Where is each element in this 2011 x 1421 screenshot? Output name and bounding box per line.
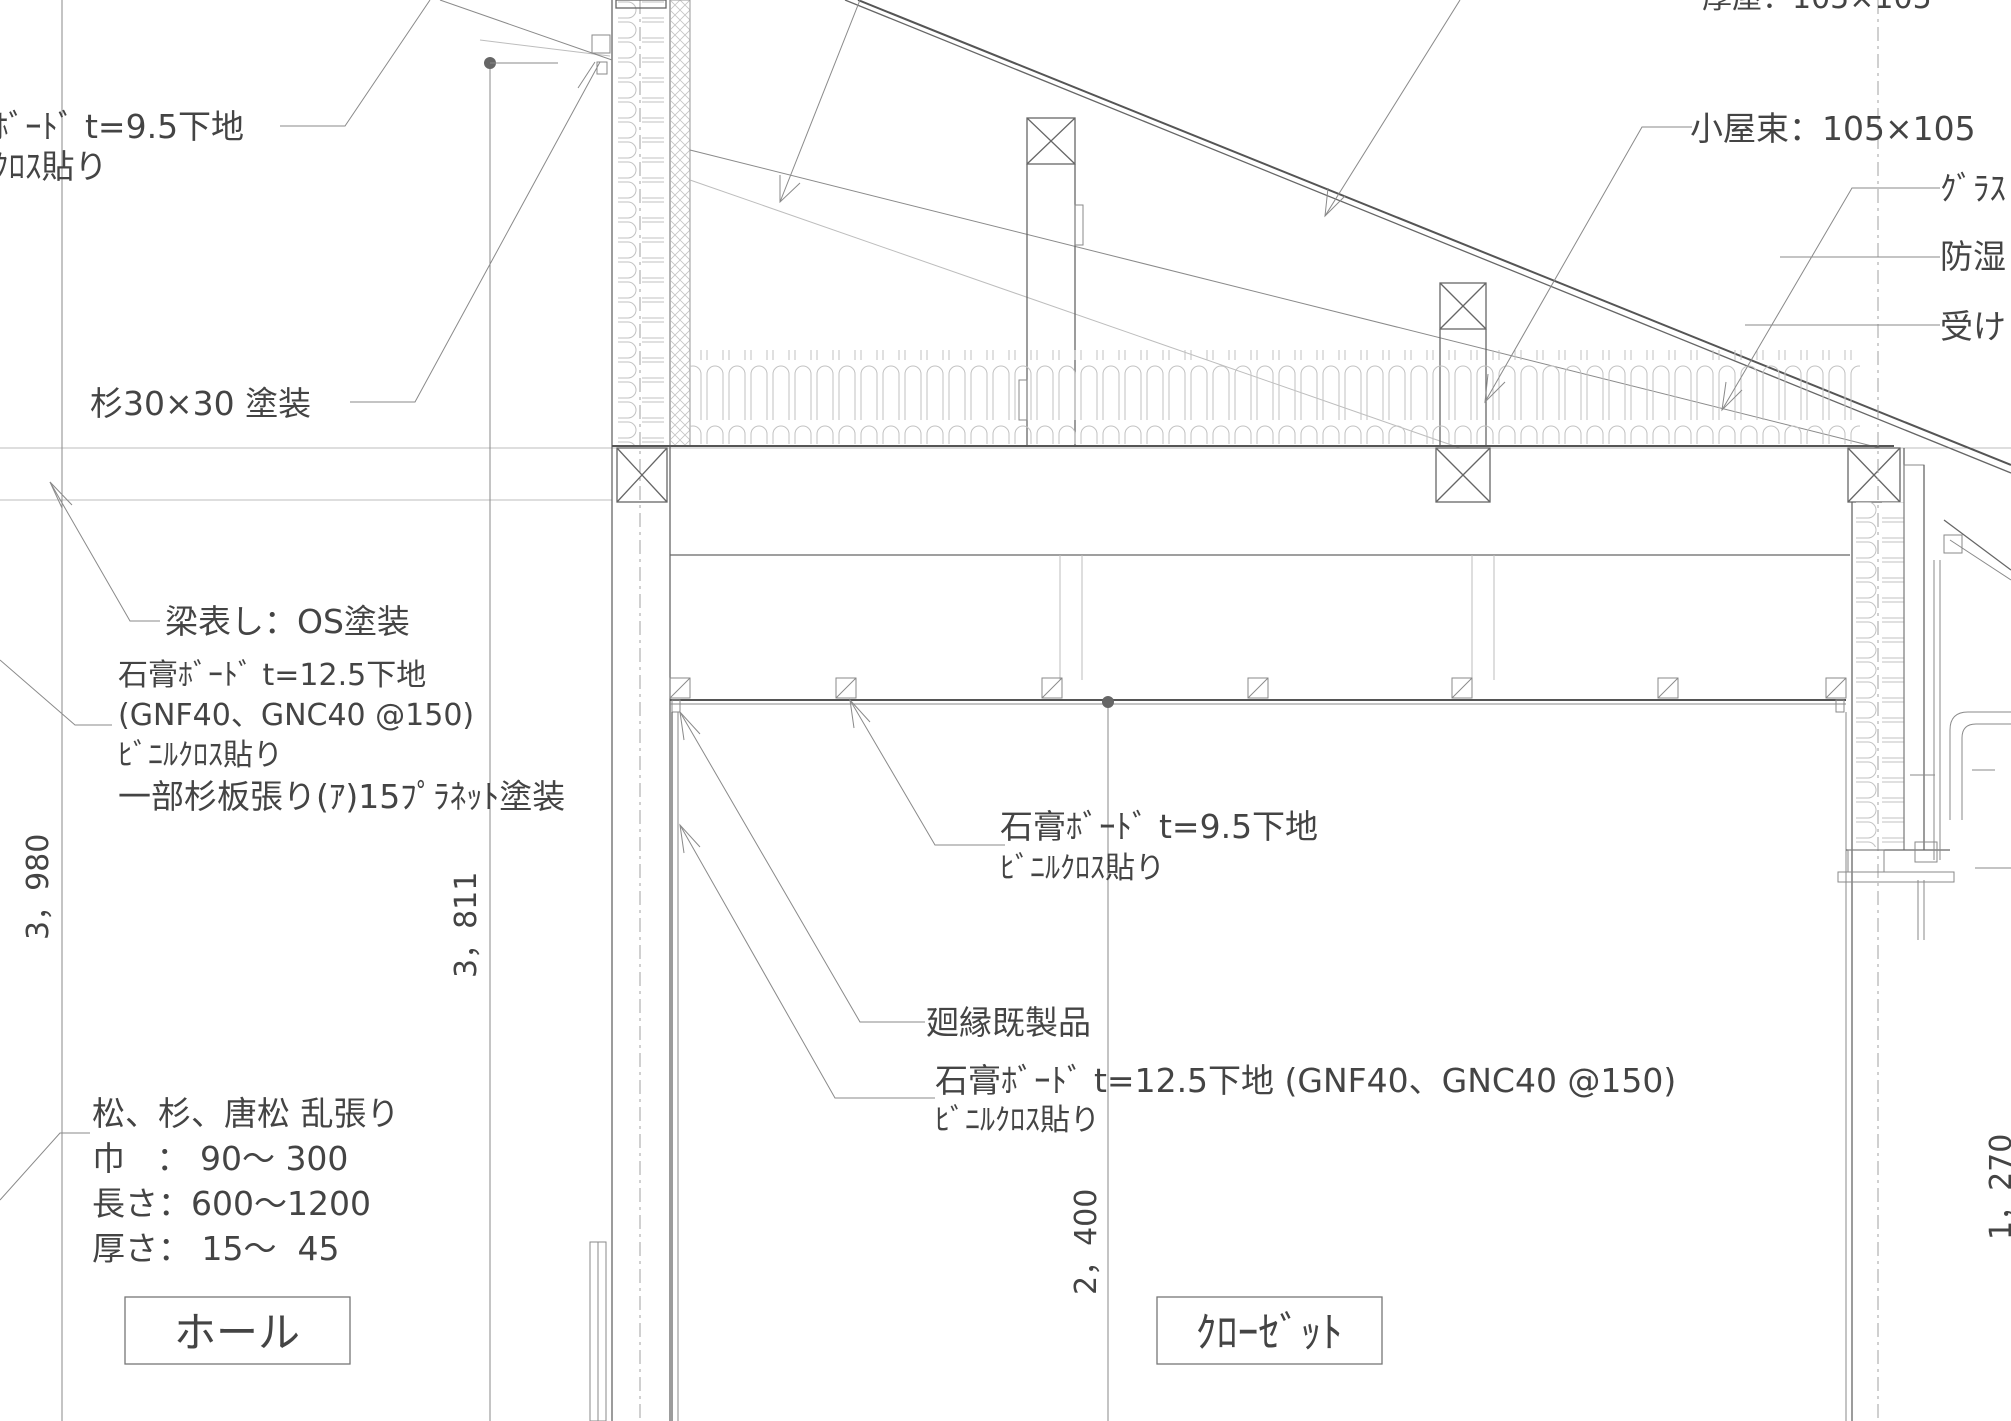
dimension-closet-ceiling: 2，400: [1069, 1189, 1104, 1295]
label-closet-wall-1: 石膏ﾎﾞｰﾄﾞ t=12.5下地 (GNF40、GNC40 @150): [935, 1061, 1676, 1100]
dimension-hall-ceiling: 3，811: [449, 872, 484, 978]
pipe: [1949, 711, 2011, 820]
room-labels: ホール ｸﾛｰｾﾞｯﾄ: [124, 1296, 1383, 1365]
wall-plate: [615, 0, 667, 9]
label-closet-wall-2: ﾋﾞﾆﾙｸﾛｽ貼り: [935, 1103, 1100, 1138]
room-label-box-hall: [124, 1296, 351, 1365]
label-top-left-board-1: ﾎﾞｰﾄﾞ t=9.5下地: [0, 107, 244, 146]
label-top-cut: 厚屋：105×105: [1702, 0, 1932, 16]
eave-line: [439, 0, 613, 61]
label-right-receiver: 受け: [1940, 307, 2006, 346]
label-flooring-2: 巾 ： 90～ 300: [92, 1139, 348, 1178]
label-ceiling-board-1: 石膏ﾎﾞｰﾄﾞ t=9.5下地: [1000, 807, 1318, 846]
label-flooring-1: 松、杉、唐松 乱張り: [92, 1094, 400, 1133]
ceiling-insulation: [690, 350, 1860, 444]
cornice-trim: [1835, 699, 1845, 713]
dimension-dot: [1102, 696, 1114, 708]
label-cornice: 廻縁既製品: [926, 1003, 1091, 1042]
dimensions: 3，980 3，811 2，400 1，270: [21, 834, 2011, 1295]
window-sill: [1837, 871, 1955, 883]
eave-block: [591, 34, 611, 54]
room-label-box-closet: [1156, 1296, 1383, 1365]
eave-line: [479, 39, 611, 57]
wall-insulation: [618, 0, 664, 446]
dimension-right-partial: 1，270: [1984, 1134, 2011, 1240]
ceiling-joists: [669, 677, 1847, 699]
beam: [616, 447, 668, 503]
label-right-glass: ｸﾞﾗｽ: [1940, 169, 2006, 208]
wall-sheathing: [669, 0, 691, 447]
annotations: 厚屋：105×105 ﾎﾞｰﾄﾞ t=9.5下地 ｸﾛｽ貼り 杉30×30 塗装…: [0, 0, 2006, 1268]
label-ceiling-board-2: ﾋﾞﾆﾙｸﾛｽ貼り: [1000, 851, 1165, 886]
right-wall-insulation: [1856, 502, 1904, 847]
label-roof-strut: 小屋束：105×105: [1690, 109, 1976, 148]
label-hall-wall-3: ﾋﾞﾆﾙｸﾛｽ貼り: [118, 738, 283, 773]
label-top-left-board-2: ｸﾛｽ貼り: [0, 147, 108, 186]
label-flooring-3: 長さ：600～1200: [92, 1184, 371, 1223]
label-cedar-batten: 杉30×30 塗装: [90, 384, 311, 423]
beam: [1435, 447, 1491, 503]
eave-overhang: [1943, 519, 2011, 571]
cornice-trim: [671, 699, 681, 713]
label-beam-finish: 梁表し：OS塗装: [165, 602, 410, 641]
label-hall-wall-2: (GNF40、GNC40 @150): [118, 698, 474, 733]
label-hall-wall-4: 一部杉板張り(ｱ)15ﾌﾟﾗﾈｯﾄ塗装: [118, 777, 565, 816]
right-wall-sheathing: [1903, 464, 1925, 851]
roof-strut-top: [1026, 117, 1076, 165]
room-label-hall: ホール: [174, 1308, 300, 1357]
label-hall-wall-1: 石膏ﾎﾞｰﾄﾞ t=12.5下地: [118, 658, 426, 693]
room-label-closet: ｸﾛｰｾﾞｯﾄ: [1195, 1308, 1342, 1357]
roof-strut-top: [1439, 282, 1487, 330]
leader-lines: [0, 0, 1940, 1201]
label-right-moisture: 防湿: [1940, 237, 2006, 276]
label-flooring-4: 厚さ： 15～ 45: [92, 1229, 339, 1268]
dimension-hall-height: 3，980: [21, 834, 56, 940]
